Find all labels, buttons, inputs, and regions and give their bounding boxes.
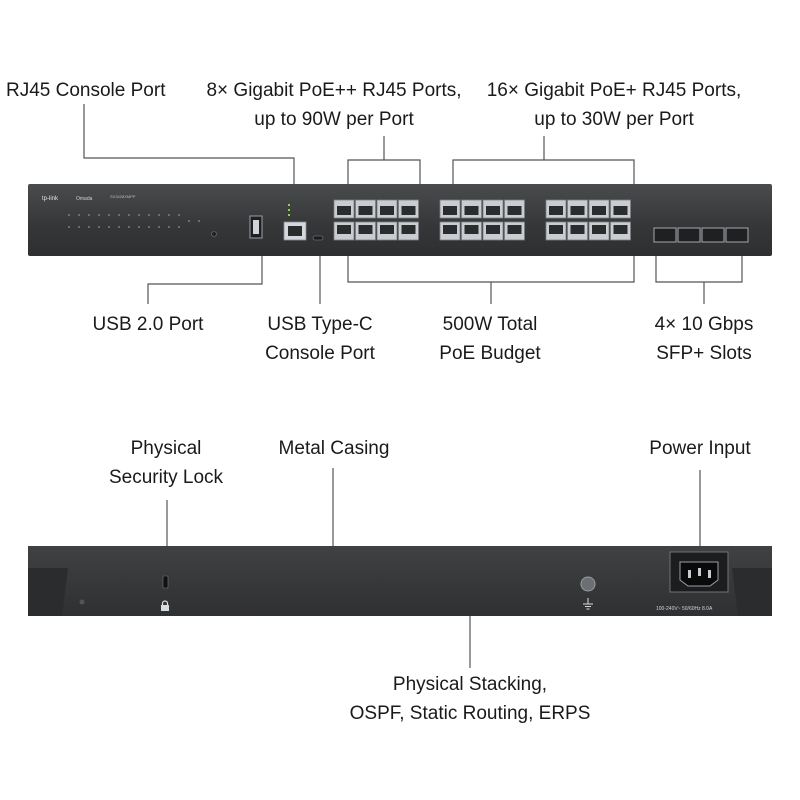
rj45-port-opening xyxy=(464,206,479,215)
rj45-port-opening xyxy=(549,225,563,234)
rj45-port-opening xyxy=(486,225,500,234)
ground-icon xyxy=(583,598,593,610)
label-stacking-features: Physical Stacking, OSPF, Static Routing,… xyxy=(349,674,591,724)
rj45-port-opening xyxy=(337,225,351,234)
line-usb20 xyxy=(147,252,263,304)
rj45-port-opening xyxy=(613,225,628,234)
label-power-input: Power Input xyxy=(649,438,751,459)
lock-icon xyxy=(161,600,169,611)
rj45-port-opening xyxy=(358,225,373,234)
rj45-port-opening xyxy=(570,206,585,215)
label-usbc-console: USB Type-C Console Port xyxy=(265,314,375,364)
label-poe-plus: 16× Gigabit PoE+ RJ45 Ports, up to 30W p… xyxy=(486,80,742,130)
rj45-port-opening xyxy=(380,225,394,234)
power-rating-label: 100-240V~ 50/60Hz 8.0A xyxy=(656,606,713,612)
ground-screw xyxy=(580,576,596,592)
rj45-port-opening xyxy=(337,206,351,215)
rj45-port-opening xyxy=(613,206,628,215)
sfp-plus-slots xyxy=(653,227,749,243)
rj45-port-opening xyxy=(401,225,416,234)
rj45-port-opening xyxy=(443,225,457,234)
sub-brand-logo: Omada xyxy=(76,196,93,202)
label-poe-plus-plus: 8× Gigabit PoE++ RJ45 Ports, up to 90W p… xyxy=(206,80,462,130)
line-sfp xyxy=(655,248,743,283)
label-poe-budget: 500W Total PoE Budget xyxy=(439,314,541,364)
rj45-port-opening xyxy=(464,225,479,234)
rj45-port-opening xyxy=(443,206,457,215)
rj45-port-opening xyxy=(592,206,606,215)
front-panel-graphic: tp-link Omada SX3428XMPP xyxy=(42,194,749,243)
rj45-port-opening xyxy=(486,206,500,215)
rj45-port-opening xyxy=(358,206,373,215)
rj45-port-opening xyxy=(592,225,606,234)
rj45-port-opening xyxy=(570,225,585,234)
rj45-port-opening xyxy=(401,206,416,215)
brand-logo: tp-link xyxy=(42,196,59,202)
rear-panel-graphic: 100-240V~ 50/60Hz 8.0A xyxy=(28,551,772,616)
switch-rear-panel: 100-240V~ 50/60Hz 8.0A xyxy=(28,546,772,616)
label-metal-casing: Metal Casing xyxy=(278,438,390,459)
switch-front-panel: tp-link Omada SX3428XMPP xyxy=(28,184,772,256)
security-lock-slot xyxy=(162,575,169,589)
label-rj45-console: RJ45 Console Port xyxy=(6,80,166,101)
rj45-port-opening xyxy=(507,206,522,215)
rj45-port-opening xyxy=(549,206,563,215)
label-usb20: USB 2.0 Port xyxy=(92,314,204,335)
usbc-console-port xyxy=(312,235,324,241)
model-label: SX3428XMPP xyxy=(110,194,136,199)
rj45-port-opening xyxy=(507,225,522,234)
label-sfp-slots: 4× 10 Gbps SFP+ Slots xyxy=(654,314,754,364)
rj45-port-array xyxy=(333,199,631,241)
rj45-port-opening xyxy=(380,206,394,215)
label-security-lock: Physical Security Lock xyxy=(108,438,224,488)
